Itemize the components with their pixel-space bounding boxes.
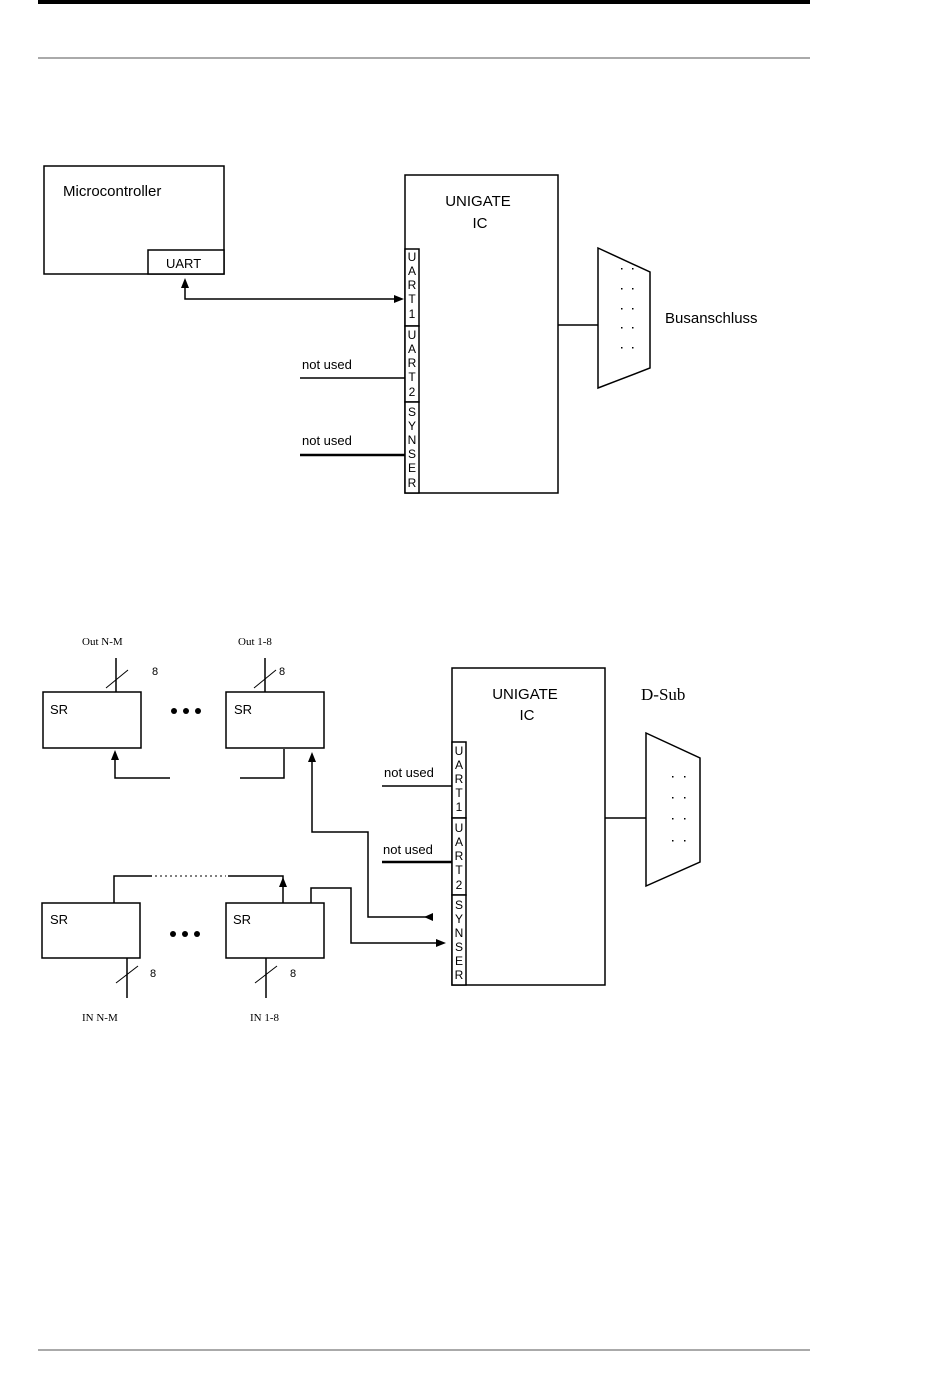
port-letter: U xyxy=(408,328,417,342)
port-letter: R xyxy=(455,849,464,863)
diagram-microcontroller-connection: Microcontroller UART UNIGATE IC U A R T … xyxy=(44,166,758,493)
arrow-up-icon xyxy=(308,752,316,762)
bus-width-label: 8 xyxy=(150,968,156,980)
ellipsis-dot xyxy=(170,931,176,937)
bus-width-label: 8 xyxy=(290,968,296,980)
arrow-up-icon xyxy=(181,278,189,288)
sr-label: SR xyxy=(234,702,252,717)
port-letter: T xyxy=(408,370,416,384)
out-nm-label: Out N-M xyxy=(82,636,123,648)
port-letter: S xyxy=(455,898,463,912)
arrow-up-icon xyxy=(111,750,119,760)
sr-label: SR xyxy=(50,912,68,927)
ellipsis-dot xyxy=(194,931,200,937)
port-letter: T xyxy=(455,786,463,800)
port-letter: U xyxy=(408,250,417,264)
port-letter: 2 xyxy=(456,878,463,892)
port-letter: R xyxy=(455,968,464,982)
uart-label: UART xyxy=(166,256,201,271)
arrow-left-icon xyxy=(424,913,433,921)
microcontroller-label: Microcontroller xyxy=(63,183,161,200)
arrow-up-icon xyxy=(279,877,287,887)
port-letter: Y xyxy=(455,912,463,926)
port-letter: 1 xyxy=(409,307,416,321)
chain-line xyxy=(228,876,283,885)
port-letter: A xyxy=(455,758,463,772)
ellipsis-dot xyxy=(171,708,177,714)
port-letter: U xyxy=(455,821,464,835)
sr-box-top-left xyxy=(43,692,141,748)
bus-width-label: 8 xyxy=(279,666,285,678)
in-18-label: IN 1-8 xyxy=(250,1012,280,1024)
port-letter: A xyxy=(455,835,463,849)
chain-line xyxy=(115,758,170,778)
in-nm-label: IN N-M xyxy=(82,1012,118,1024)
not-used-label-uart1: not used xyxy=(384,765,434,780)
port-letter: R xyxy=(408,476,417,490)
port-letter: A xyxy=(408,264,416,278)
port-letter: U xyxy=(455,744,464,758)
unigate-title-1: UNIGATE xyxy=(445,193,511,210)
port-letter: A xyxy=(408,342,416,356)
out-18-label: Out 1-8 xyxy=(238,636,272,648)
dsub-connector-icon xyxy=(646,733,700,886)
dsub-label: D-Sub xyxy=(641,685,685,704)
chain-line xyxy=(240,749,284,778)
arrow-right-icon xyxy=(394,295,404,303)
bus-width-label: 8 xyxy=(152,666,158,678)
chain-line xyxy=(114,876,152,903)
unigate-subtitle-1: IC xyxy=(473,215,488,232)
sr-box-top-right xyxy=(226,692,324,748)
not-used-label-uart2: not used xyxy=(302,357,352,372)
arrow-right-icon xyxy=(436,939,446,947)
ellipsis-dot xyxy=(183,708,189,714)
port-letter: N xyxy=(408,433,417,447)
port-letter: T xyxy=(408,292,416,306)
not-used-label-uart2: not used xyxy=(383,842,433,857)
port-letter: E xyxy=(408,461,416,475)
bus-label: Busanschluss xyxy=(665,310,758,327)
bus-connector-icon xyxy=(598,248,650,388)
ellipsis-dot xyxy=(182,931,188,937)
port-letter: R xyxy=(408,356,417,370)
port-letter: 2 xyxy=(409,385,416,399)
port-letter: E xyxy=(455,954,463,968)
port-letter: Y xyxy=(408,419,416,433)
synser-in-line xyxy=(311,888,436,943)
uart-connection-line xyxy=(185,286,397,299)
ellipsis-dot xyxy=(195,708,201,714)
header-thick-rule xyxy=(38,0,810,4)
port-letter: R xyxy=(408,278,417,292)
unigate-title-2: UNIGATE xyxy=(492,686,558,703)
not-used-label-synser: not used xyxy=(302,433,352,448)
port-letter: R xyxy=(455,772,464,786)
port-letter: 1 xyxy=(456,800,463,814)
sr-label: SR xyxy=(50,702,68,717)
synser-out-line xyxy=(312,760,426,917)
port-letter: S xyxy=(408,447,416,461)
port-letter: N xyxy=(455,926,464,940)
unigate-subtitle-2: IC xyxy=(520,707,535,724)
port-letter: T xyxy=(455,863,463,877)
diagram-shift-register-connection: Out N-M Out 1-8 8 SR 8 SR SR xyxy=(42,636,700,1024)
bus-slash xyxy=(106,670,128,688)
port-letter: S xyxy=(455,940,463,954)
sr-label: SR xyxy=(233,912,251,927)
port-letter: S xyxy=(408,405,416,419)
